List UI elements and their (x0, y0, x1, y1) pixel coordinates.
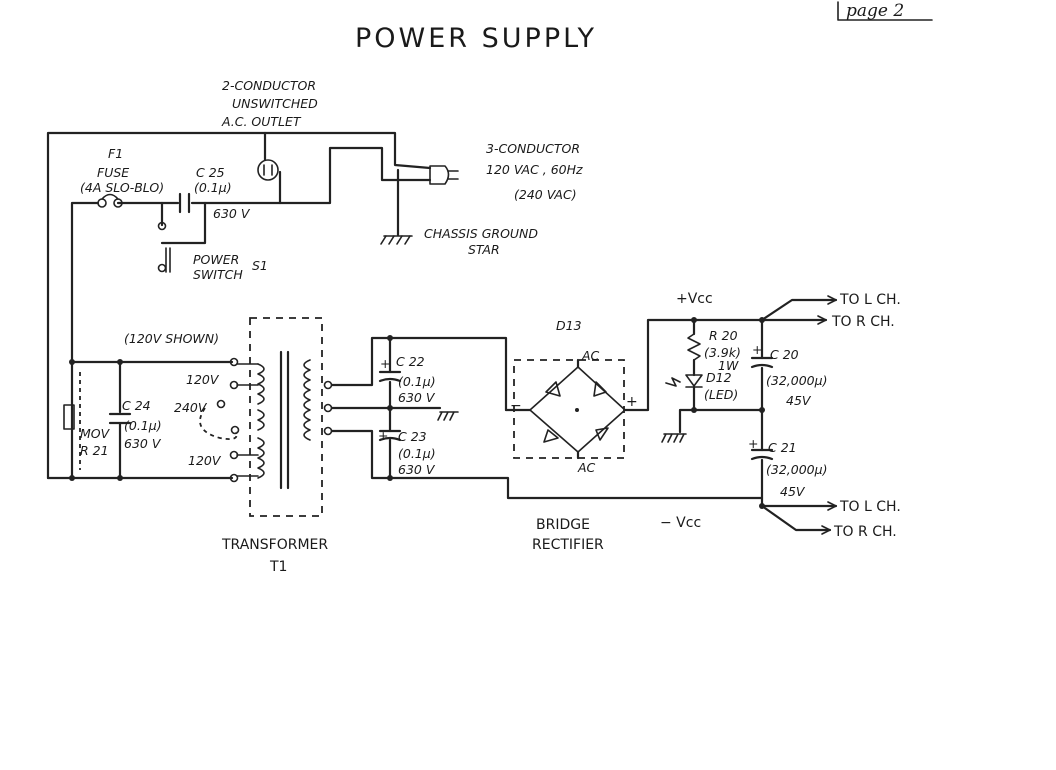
c21-voltage-label: 45V (780, 484, 806, 499)
capacitor-c22 (378, 370, 402, 383)
d12-type-label: (LED) (704, 387, 738, 402)
outlet-label-2: UNSWITCHED (232, 96, 318, 111)
mov-label-1: MOV (80, 426, 111, 441)
c23-plus-label: + (378, 428, 388, 443)
ground-label-1: CHASSIS GROUND (424, 226, 538, 241)
ac-bottom-label: AC (577, 460, 596, 475)
bridge-minus-label: − (510, 398, 522, 414)
power-switch-s1 (157, 221, 171, 273)
c20-plus-label: + (752, 342, 762, 357)
capacitor-c23 (378, 429, 402, 442)
outlet-label-3: A.C. OUTLET (221, 114, 302, 129)
r20-power-label: 1W (718, 358, 739, 373)
c25-voltage-label: 630 V (213, 206, 251, 221)
c23-value-label: (0.1μ) (398, 446, 436, 461)
bridge-plus-label: + (626, 394, 638, 410)
page-tag: page 2 (837, 1, 933, 21)
fuse-f1 (97, 193, 123, 208)
c20-value-label: (32,000μ) (766, 373, 827, 388)
capacitor-c21 (750, 448, 774, 461)
transformer-t1 (249, 317, 323, 517)
transformer-label-1: TRANSFORMER (221, 537, 328, 553)
c23-voltage-label: 630 V (398, 462, 436, 477)
out-l-top-label: TO L CH. (839, 292, 901, 308)
output-rail (759, 295, 838, 535)
c24-name-label: C 24 (122, 398, 151, 413)
tap-240-label: 240V (174, 400, 208, 415)
c24-voltage-label: 630 V (124, 436, 162, 451)
chassis-ground-icon (380, 235, 413, 245)
vcc-pos-label: +Vcc (676, 291, 713, 307)
switch-label-2: SWITCH (193, 267, 243, 282)
r20-name-label: R 20 (709, 328, 738, 343)
c22-plus-label: + (380, 356, 390, 371)
c20-name-label: C 20 (770, 347, 799, 362)
ac-top-label: AC (581, 348, 600, 363)
fuse-name-label: FUSE (97, 165, 129, 180)
ac-input-wiring (46, 131, 432, 480)
r20-value-label: (3.9k) (704, 345, 741, 360)
switch-label-1: POWER (193, 252, 239, 267)
fuse-rating-label: (4A SLO-BLO) (80, 180, 164, 195)
c21-name-label: C 21 (768, 440, 797, 455)
c23-name-label: C 23 (398, 429, 427, 444)
capacitor-c20 (750, 356, 774, 369)
c21-plus-label: + (748, 436, 758, 451)
bridge-label-1: BRIDGE (536, 517, 590, 533)
out-r-top-label: TO R CH. (831, 314, 895, 330)
ac-plug-icon (429, 165, 459, 185)
outlet-label-1: 2-CONDUCTOR (222, 78, 316, 93)
plug-label-2: 120 VAC , 60Hz (486, 162, 583, 177)
primary-wiring (46, 359, 234, 481)
plug-label-3: (240 VAC) (514, 187, 577, 202)
switch-ref-label: S1 (252, 258, 268, 273)
page-number-label: page 2 (846, 1, 904, 21)
out-r-bottom-label: TO R CH. (833, 524, 897, 540)
secondary-wiring (323, 335, 764, 500)
plug-label-1: 3-CONDUCTOR (486, 141, 580, 156)
shown-note-label: (120V SHOWN) (124, 331, 219, 346)
d13-label: D13 (556, 318, 582, 333)
schematic-title: POWER SUPPLY (355, 23, 597, 54)
c22-voltage-label: 630 V (398, 390, 436, 405)
tap-120b-label: 120V (188, 453, 222, 468)
transformer-label-2: T1 (269, 559, 287, 575)
c25-value-label: (0.1μ) (194, 180, 232, 195)
primary-taps (199, 357, 259, 483)
c21-value-label: (32,000μ) (766, 462, 827, 477)
tap-120a-label: 120V (186, 372, 220, 387)
ground-label-2: STAR (468, 242, 500, 257)
ac-outlet-icon (257, 159, 279, 181)
mov-r21 (63, 372, 81, 470)
bridge-label-2: RECTIFIER (532, 537, 604, 553)
out-l-bottom-label: TO L CH. (839, 499, 901, 515)
d12-name-label: D12 (706, 370, 732, 385)
c25-name-label: C 25 (196, 165, 225, 180)
mov-label-2: R 21 (80, 443, 109, 458)
bridge-rectifier-d13 (504, 318, 764, 460)
c22-name-label: C 22 (396, 354, 425, 369)
capacitor-c24 (108, 412, 132, 425)
vcc-neg-label: − Vcc (660, 515, 701, 531)
c24-value-label: (0.1μ) (124, 418, 162, 433)
c22-value-label: (0.1μ) (398, 374, 436, 389)
capacitor-c25 (178, 192, 191, 214)
fuse-ref-label: F1 (108, 146, 123, 161)
c20-voltage-label: 45V (786, 393, 812, 408)
led-branch (661, 317, 764, 443)
